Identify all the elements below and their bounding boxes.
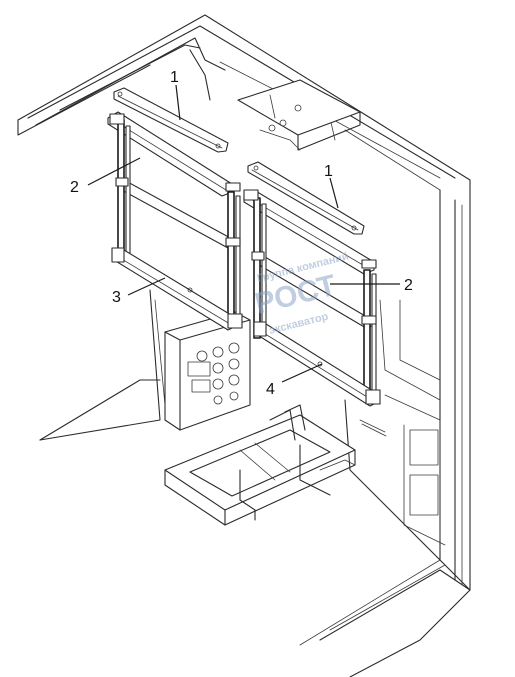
leader-2a [87,157,141,186]
callout-3: 3 [112,289,121,306]
left-guard-frame [107,111,241,325]
left-lower-bracket [111,247,243,331]
cab-outline [17,14,471,677]
callout-2-left: 2 [70,179,79,196]
callout-2-right: 2 [404,277,413,294]
leader-lines [87,84,400,383]
seat-frame [164,404,356,526]
hinge-pin [359,419,387,437]
leader-3 [127,277,166,296]
right-guard-frame [243,189,377,403]
callout-1-left: 1 [170,69,179,86]
leader-1a [175,84,181,121]
control-console [164,311,251,431]
rear-housing [237,79,361,151]
callout-4: 4 [266,381,275,398]
left-mount-bracket [113,87,229,153]
leader-4 [281,363,323,383]
right-lower-bracket [253,321,381,407]
callouts: 1 1 2 2 3 4 [70,69,413,398]
callout-1-right: 1 [324,163,333,180]
right-mount-bracket [247,161,365,235]
leader-1b [329,177,339,209]
